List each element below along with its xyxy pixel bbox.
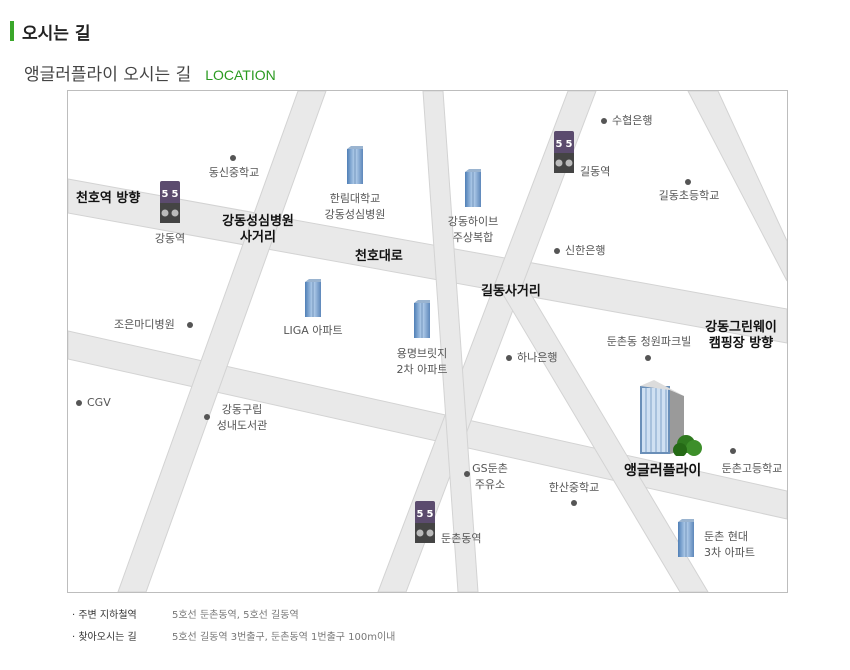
poi-dot	[76, 400, 82, 406]
road-upper-east	[687, 91, 787, 282]
poi-dot	[204, 414, 210, 420]
subtitle: 앵글러플라이 오시는 길 LOCATION	[24, 60, 276, 85]
road-diagonal-north	[422, 91, 479, 592]
target-building-icon	[640, 380, 702, 456]
subtitle-en: LOCATION	[205, 67, 276, 83]
dongshin-label: 동신중학교	[208, 166, 260, 179]
hive-label-line2: 주상복합	[452, 231, 494, 244]
poi-dot	[187, 322, 193, 328]
road-label-cheonho: 천호대로	[355, 249, 403, 264]
poi-dot	[571, 500, 577, 506]
direction-cheonho: 천호역 방향	[76, 191, 141, 206]
gs-label-line2: 주유소	[474, 478, 506, 491]
dunchon-high-label: 둔촌고등학교	[721, 462, 783, 475]
direction-greenway-line2: 캠핑장 방향	[708, 336, 774, 351]
hyundai-label-line1: 둔촌 현대	[704, 530, 748, 543]
target-label: 앵글러플라이	[624, 463, 702, 479]
road-diagonal-east	[497, 285, 709, 592]
hallym-label-line2: 강동성심병원	[324, 208, 386, 221]
cgv-label: CGV	[87, 396, 111, 409]
shinhan-label: 신한은행	[565, 244, 606, 257]
subtitle-kr: 앵글러플라이 오시는 길	[24, 65, 192, 85]
poi-dot	[645, 355, 651, 361]
hana-label: 하나은행	[517, 351, 558, 364]
road-label-gildong: 길동사거리	[481, 284, 541, 299]
intersection-label-line1: 강동성심병원	[222, 214, 294, 229]
liga-label: LIGA 아파트	[283, 324, 343, 337]
hive-label-line1: 강동하이브	[447, 215, 499, 228]
dunchon-station-label: 둔촌동역	[441, 532, 482, 545]
yongmyeong-label-line1: 용명브릿지	[396, 347, 448, 360]
gangdong-station-label: 강동역	[154, 232, 186, 245]
poi-dot	[601, 118, 607, 124]
footer-row-directions: · 찾아오시는 길 5호선 길동역 3번출구, 둔촌동역 1번출구 100m이내	[72, 628, 395, 643]
road-diagonal-center	[377, 91, 597, 592]
poi-dot	[685, 179, 691, 185]
road-cheonho-daero	[68, 178, 787, 344]
direction-greenway-line1: 강동그린웨이	[705, 320, 777, 335]
building-icon	[347, 146, 363, 184]
poi-dot	[554, 248, 560, 254]
hyundai-label-line2: 3차 아파트	[704, 546, 755, 559]
building-icon	[305, 279, 321, 317]
joeun-label: 조은마디병원	[114, 318, 175, 331]
footer-value: 5호선 둔촌동역, 5호선 길동역	[172, 610, 299, 621]
intersection-label-line2: 사거리	[240, 230, 276, 245]
subway-station-icon	[160, 181, 180, 223]
section-header: 오시는 길	[10, 20, 91, 44]
road-diagonal-west	[117, 91, 327, 592]
road-secondary	[68, 330, 787, 520]
building-icon	[678, 519, 694, 557]
building-icon	[414, 300, 430, 338]
poi-dot	[730, 448, 736, 454]
gildong-station-label: 길동역	[580, 165, 611, 178]
subway-station-icon	[415, 501, 435, 543]
page-title: 오시는 길	[22, 23, 91, 44]
footer-row-subway: · 주변 지하철역 5호선 둔촌동역, 5호선 길동역	[72, 606, 299, 621]
header-accent-bar	[10, 21, 14, 41]
footer-value: 5호선 길동역 3번출구, 둔촌동역 1번출구 100m이내	[172, 632, 396, 643]
hallym-label-line1: 한림대학교	[329, 192, 381, 205]
poi-dot	[506, 355, 512, 361]
poi-dot	[230, 155, 236, 161]
suhyup-label: 수협은행	[612, 114, 653, 127]
hansan-label: 한산중학교	[548, 481, 600, 494]
library-label-line1: 강동구립	[221, 403, 263, 416]
footer-label: · 주변 지하철역	[72, 610, 137, 621]
location-map: 천호역 방향 강동그린웨이 캠핑장 방향 천호대로 길동사거리 강동성심병원 사…	[67, 90, 788, 593]
road-network	[68, 91, 787, 592]
gildong-elem-label: 길동초등학교	[658, 189, 720, 202]
yongmyeong-label-line2: 2차 아파트	[396, 363, 448, 376]
subway-station-icon	[554, 131, 574, 173]
building-icon	[465, 169, 481, 207]
footer-label: · 찾아오시는 길	[72, 632, 137, 643]
poi-dot	[464, 471, 470, 477]
gs-label-line1: GS둔촌	[472, 462, 508, 475]
library-label-line2: 성내도서관	[216, 419, 268, 432]
dunchon-park-label: 둔촌동 청원파크빌	[606, 335, 692, 348]
